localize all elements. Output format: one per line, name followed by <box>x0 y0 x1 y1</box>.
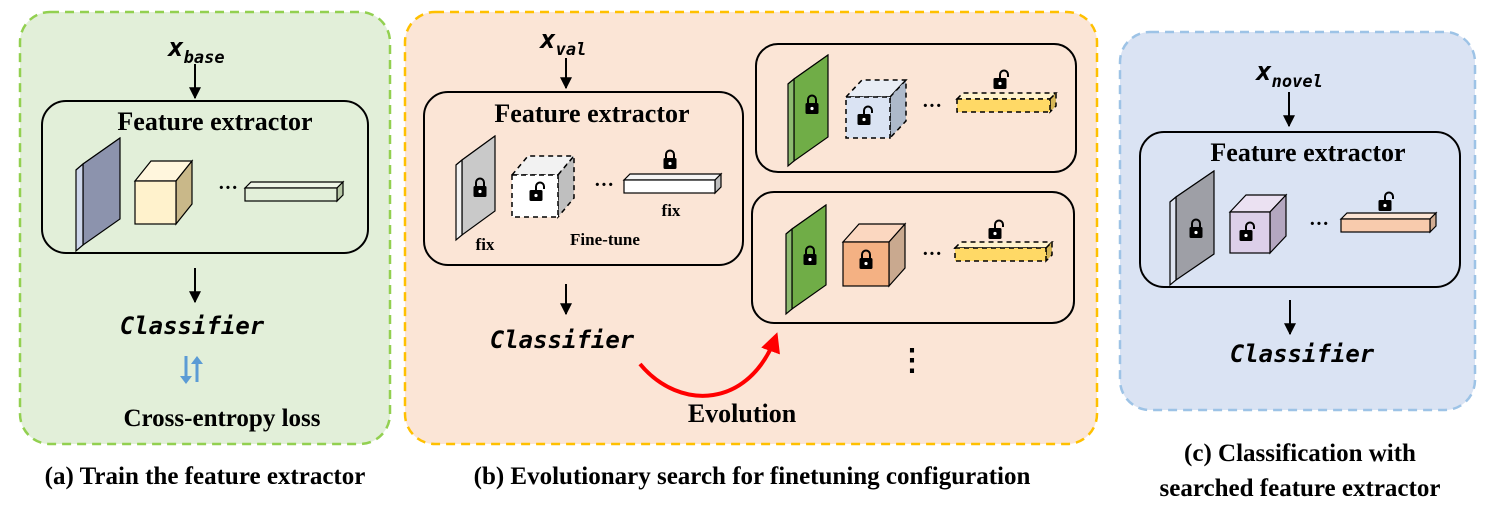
feature-extractor-title: Feature extractor <box>494 99 689 128</box>
classifier-label: Classifier <box>1230 340 1375 368</box>
evolution-arrow <box>638 332 780 398</box>
caption-c-line2: searched feature extractor <box>1160 475 1441 502</box>
ellipsis: ··· <box>922 95 942 117</box>
layer-cube-finetune <box>844 78 908 140</box>
caption-b: (b) Evolutionary search for finetuning c… <box>474 463 1031 490</box>
layer-plate-fixed <box>787 53 829 168</box>
layer-plate-fixed <box>785 203 827 316</box>
ellipsis: ··· <box>218 177 238 199</box>
caption-a: (a) Train the feature extractor <box>45 463 366 490</box>
fix-label: fix <box>476 235 495 254</box>
feature-extractor-title: Feature extractor <box>1210 138 1405 167</box>
layer-bar <box>243 180 345 203</box>
candidate-config-2: ··· <box>751 191 1075 324</box>
finetune-label: Fine-tune <box>570 230 640 249</box>
feature-extractor-box <box>41 100 369 254</box>
layer-bar-fixed <box>622 149 723 195</box>
panel-a: xbase Feature extractor ··· Classifier <box>18 10 392 446</box>
layer-plate <box>75 136 121 253</box>
layer-bar-finetune <box>955 69 1058 114</box>
classifier-label: Classifier <box>120 312 265 340</box>
layer-bar-finetune <box>953 219 1054 263</box>
layer-cube-fixed <box>841 222 907 288</box>
layer-plate-fixed <box>455 134 496 242</box>
swap-arrows-icon <box>180 356 203 384</box>
candidate-config-1: ··· <box>755 43 1077 173</box>
layer-cube-finetuned <box>1228 193 1288 255</box>
panel-b: xval Feature extractor fix Fine-tune ··· <box>403 10 1099 446</box>
caption-c-line1: (c) Classification with <box>1184 440 1416 467</box>
layer-cube-finetune <box>510 153 576 220</box>
ellipsis: ··· <box>922 243 942 265</box>
feature-extractor-box <box>423 91 744 266</box>
more-configs-ellipsis: ⋮ <box>897 344 927 377</box>
feature-extractor-title: Feature extractor <box>117 107 312 136</box>
loss-label: Cross-entropy loss <box>123 405 320 432</box>
classifier-label: Classifier <box>490 326 635 354</box>
panel-a-background <box>18 10 392 446</box>
evolution-label: Evolution <box>688 399 797 428</box>
input-x-base: xbase <box>167 33 225 68</box>
ellipsis: ··· <box>1309 213 1329 235</box>
input-x-novel: xnovel <box>1255 57 1323 92</box>
layer-bar-finetuned <box>1339 191 1438 234</box>
panel-c: xnovel Feature extractor ··· Classifier <box>1118 30 1477 412</box>
layer-plate-fixed <box>1169 169 1215 287</box>
feature-extractor-box <box>1139 131 1461 288</box>
ellipsis: ··· <box>594 174 614 196</box>
layer-cube <box>133 159 194 226</box>
input-x-val: xval <box>539 25 586 60</box>
panel-c-background <box>1118 30 1477 412</box>
fix-label: fix <box>662 201 681 220</box>
